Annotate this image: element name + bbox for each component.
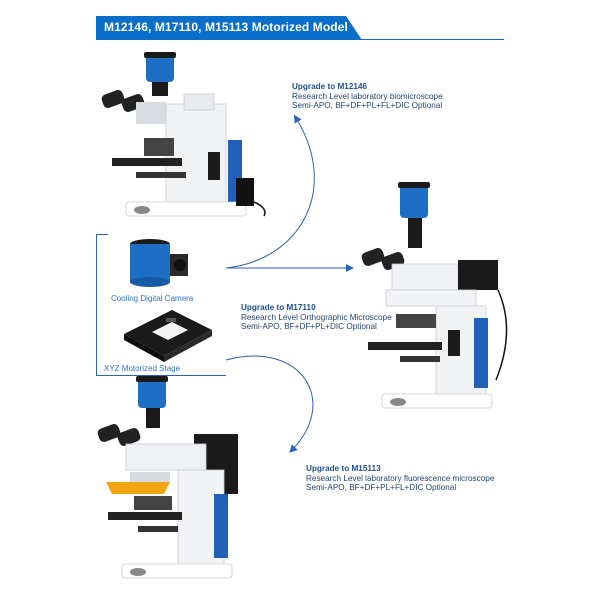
camera-caption: Cooling Digital Camera (111, 294, 194, 303)
upgrade-line: Research Level Orthographic Microscope (241, 312, 392, 322)
camera-icon (130, 239, 188, 287)
microscope-m12146-image (101, 52, 266, 217)
bracket-line (96, 375, 226, 376)
bracket-line (96, 234, 97, 376)
upgrade-title: Upgrade to M17110 (241, 303, 316, 312)
microscope-m17110-image (361, 182, 508, 409)
upgrade-line: Semi-APO, BF+DF+PL+DIC Optional (241, 322, 377, 332)
header-band (96, 16, 362, 40)
upgrade-line: Semi-APO, BF+DF+PL+FL+DIC Optional (292, 101, 443, 111)
upgrade-m12146: Upgrade to M12146 Research Level laborat… (292, 82, 443, 111)
header-rule (96, 39, 504, 40)
bracket-line (96, 234, 108, 235)
page-title: M12146, M17110, M15113 Motorized Model (104, 20, 348, 34)
upgrade-m15113: Upgrade to M15113 Research Level laborat… (306, 464, 494, 493)
upgrade-title: Upgrade to M15113 (306, 464, 381, 473)
upgrade-m17110: Upgrade to M17110 Research Level Orthogr… (241, 303, 392, 332)
motorized-stage-icon (124, 310, 212, 362)
arrow-icon (225, 114, 315, 269)
upgrade-line: Research Level laboratory fluorescence m… (306, 473, 495, 483)
upgrade-title: Upgrade to M12146 (292, 82, 368, 91)
microscope-m15113-image (97, 376, 238, 579)
stage-caption: XYZ Motorized Stage (104, 364, 181, 373)
upgrade-line: Semi-APO, BF+DF+PL+FL+DIC Optional (306, 483, 457, 493)
upgrade-line: Research Level laboratory biomicroscope (292, 91, 443, 101)
arrow-icon (225, 355, 314, 453)
